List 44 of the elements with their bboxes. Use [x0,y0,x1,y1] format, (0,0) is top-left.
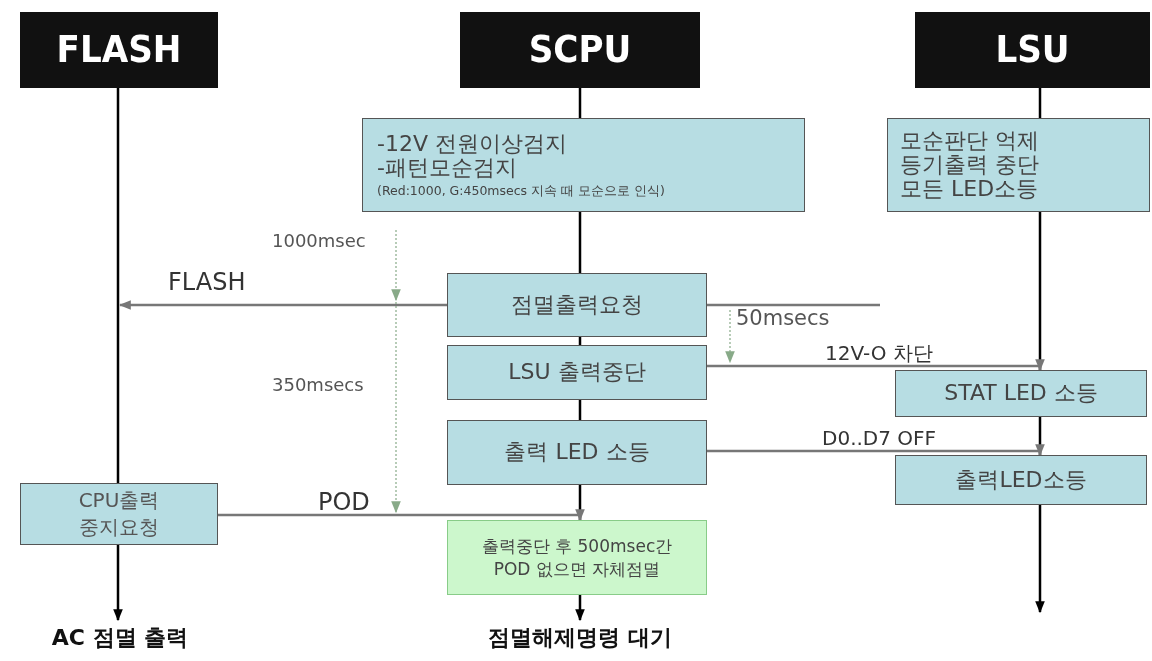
box-text: -패턴모순검지 [377,156,517,181]
lifeline-arrow [1035,505,1045,614]
process-box [447,420,707,485]
box-text: 등기출력 중단 [900,152,1039,178]
process-box [447,345,707,400]
box-text: (Red:1000, G:450msecs 지속 때 모순으로 인식) [377,184,665,199]
message-arrow [218,509,585,522]
timing-label: 1000msec [272,232,366,250]
lifeline-arrow [575,595,585,622]
box-text: -12V 전원이상검지 [377,131,567,157]
box-text: 모든 LED소등 [900,177,1039,202]
process-box [887,118,1150,212]
box-text: 출력 LED 소등 [504,440,650,465]
process-box [447,273,707,337]
process-box [895,455,1147,505]
note-box [447,520,707,595]
lifeline-header [20,12,218,88]
timing-label: 50msecs [736,308,830,329]
process-box [895,370,1147,417]
box-text: CPU출력 중지요청 [77,487,161,541]
process-box [20,483,218,545]
lifeline-title: SCPU [528,29,632,71]
lifeline-title: FLASH [56,29,182,71]
lifeline-header [460,12,700,88]
lifeline-header [915,12,1150,88]
box-text: 점멸출력요청 [511,292,643,318]
process-box [362,118,805,212]
timing-label: 350msecs [272,376,364,394]
box-text: 출력LED소등 [955,467,1087,493]
lifeline-title: LSU [995,29,1070,71]
end-state-text: 점멸해제명령 대기 [488,625,672,651]
box-text: 모순판단 억제 [900,128,1039,153]
edge-label: FLASH [168,270,246,294]
edge-label: D0..D7 OFF [822,428,937,448]
edge-label: POD [318,490,370,514]
box-text: STAT LED 소등 [944,381,1098,406]
lifeline-arrow [113,545,123,622]
edge-label: 12V-O 차단 [825,343,933,363]
message-arrow [707,359,1045,372]
box-text: LSU 출력중단 [508,360,646,385]
message-arrow [707,444,1045,457]
box-text: 출력중단 후 500msec간 POD 없으면 자체점멸 [480,534,674,581]
message-arrow [118,300,447,310]
end-state-text: AC 점멸 출력 [51,625,189,651]
